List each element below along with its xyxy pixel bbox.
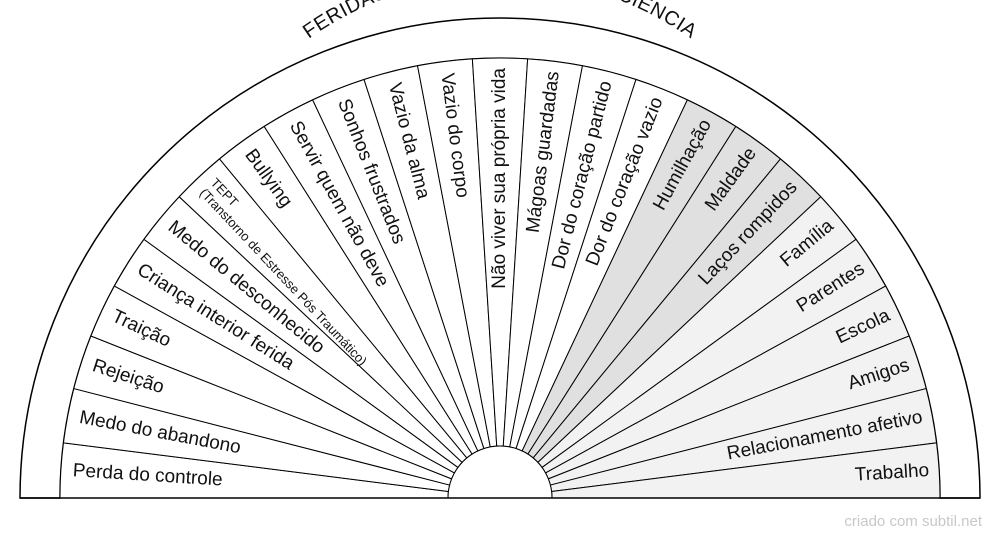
center-hub <box>447 445 553 499</box>
segments-group <box>59 57 941 499</box>
credit-text: criado com subtil.net <box>844 513 982 530</box>
segment-label: Trabalho <box>854 460 929 486</box>
segment-label: Não viver sua própria vida <box>489 68 510 289</box>
